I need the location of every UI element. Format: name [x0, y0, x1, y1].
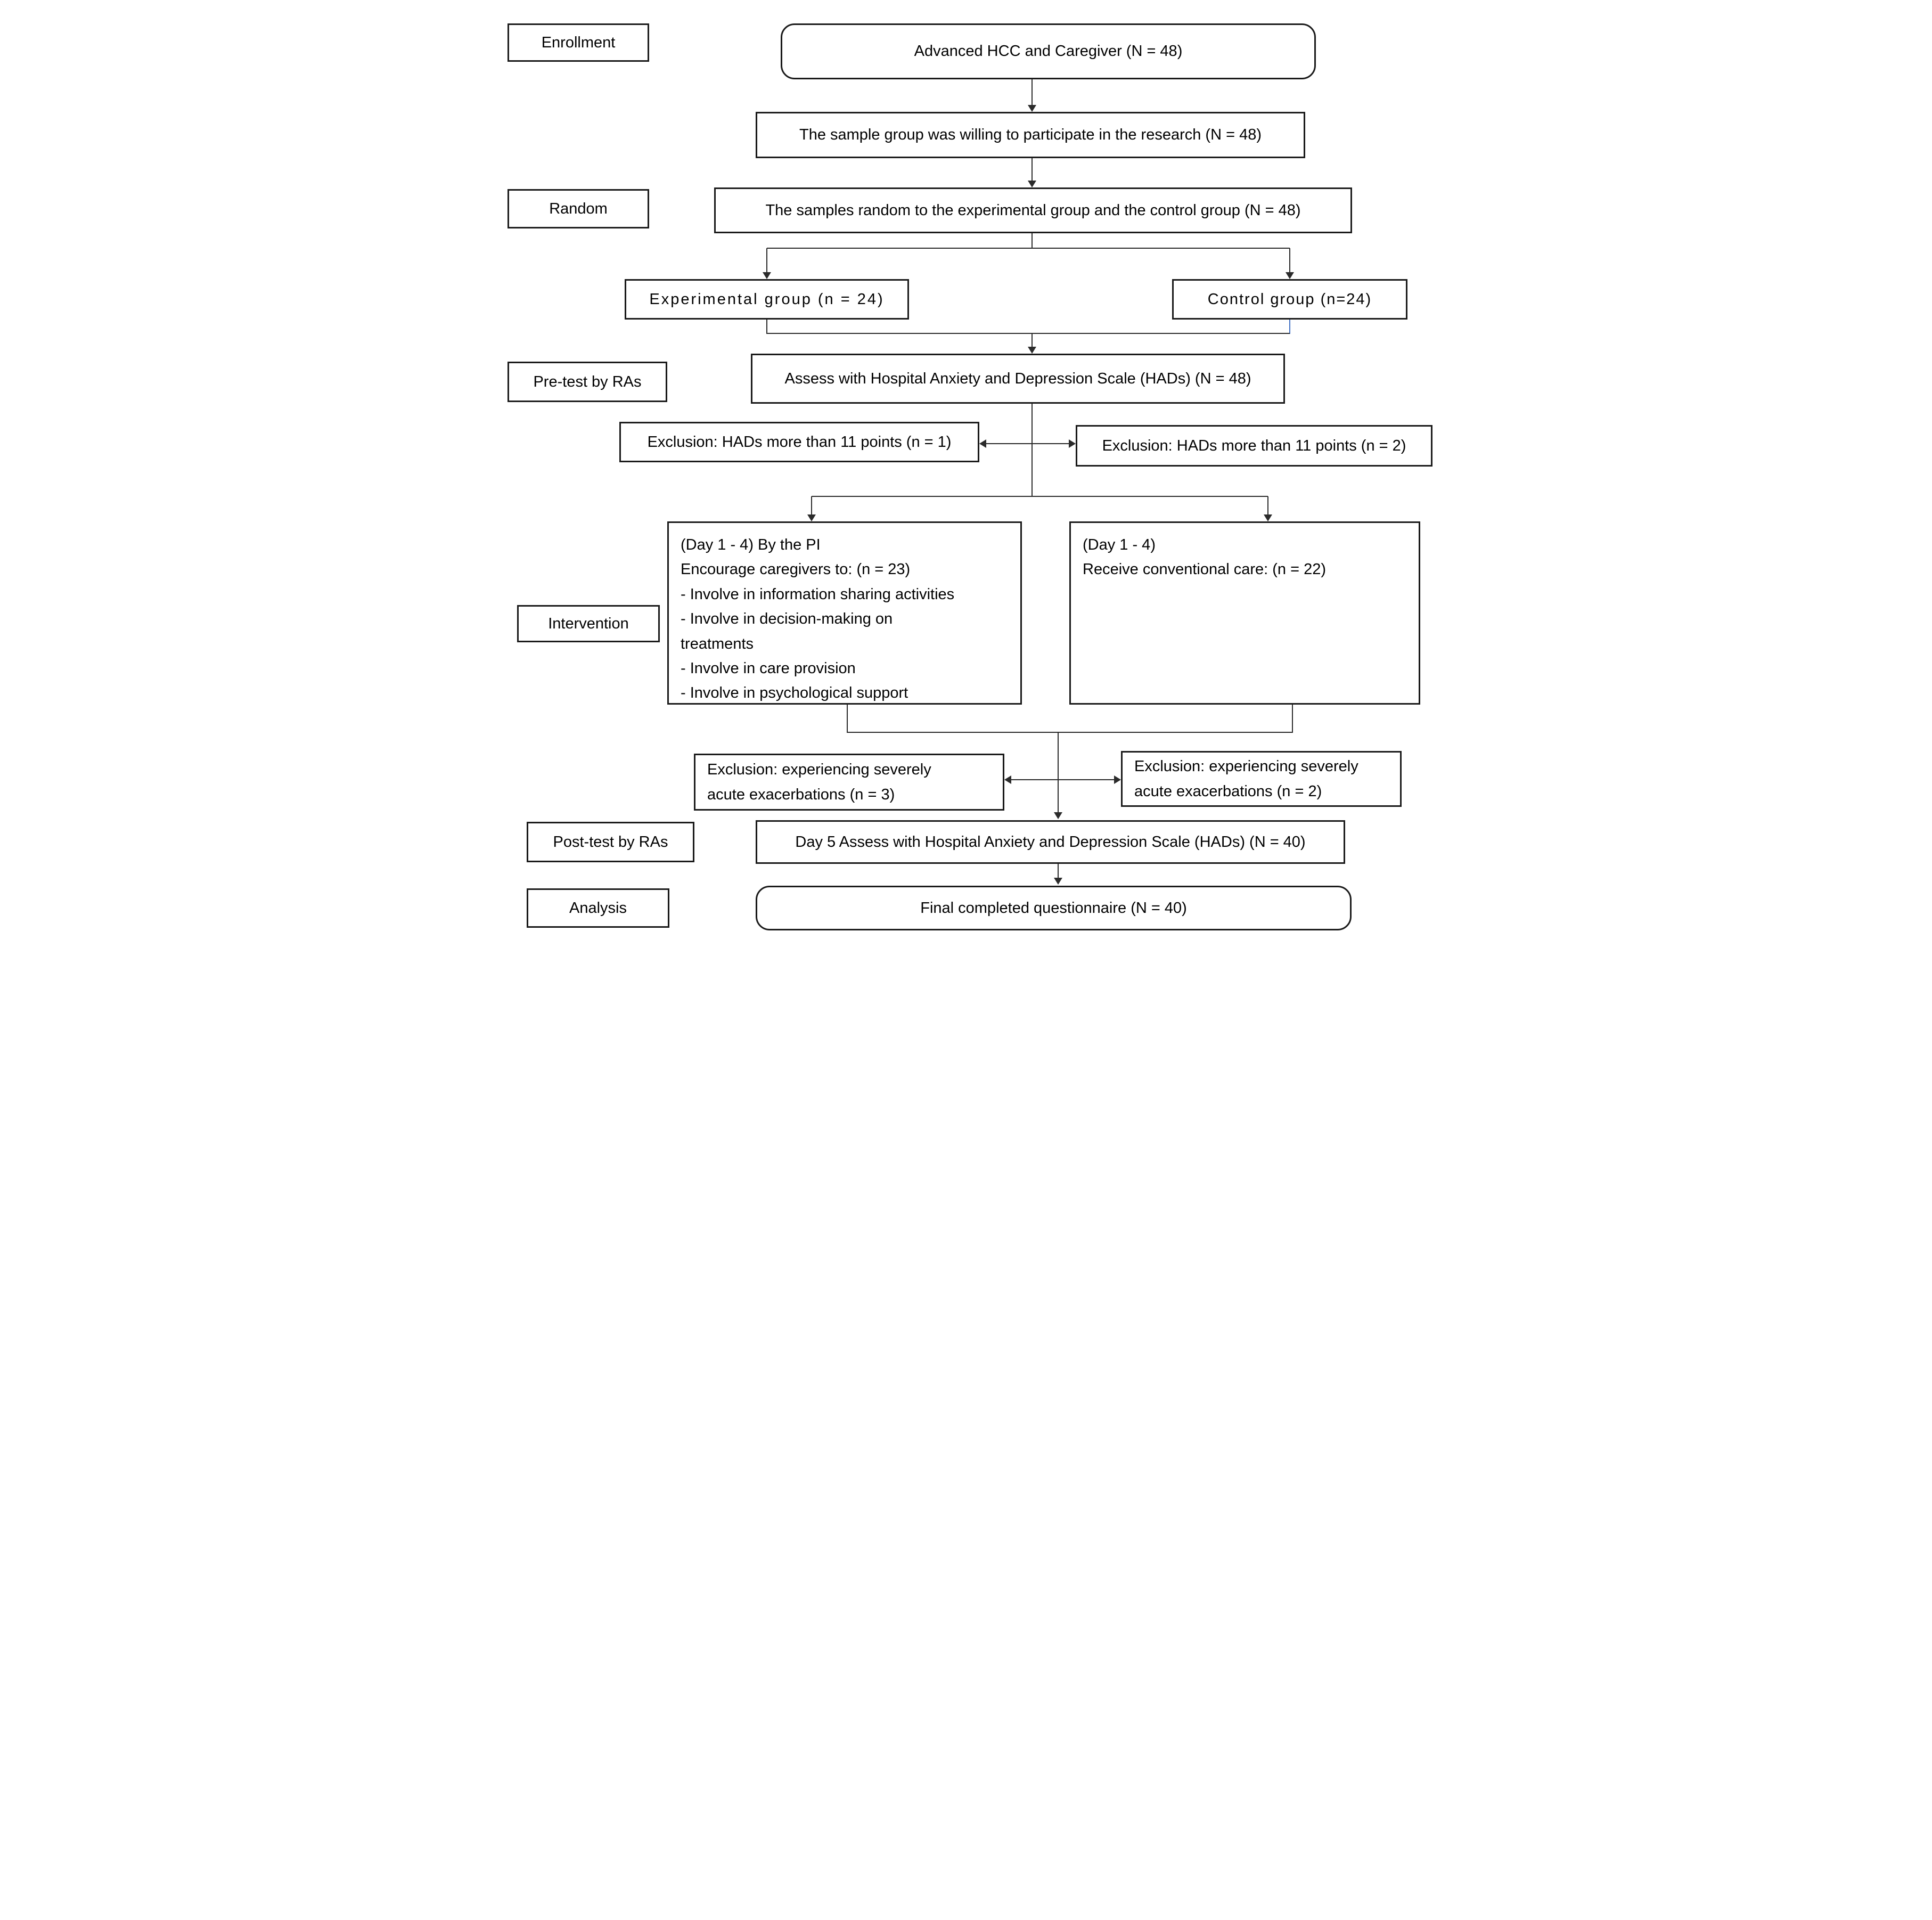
node-intervention-experimental: (Day 1 - 4) By the PI Encourage caregive…: [667, 521, 1022, 705]
node-posttest-assess: Day 5 Assess with Hospital Anxiety and D…: [756, 820, 1345, 864]
connector-exclusion-hads: [986, 443, 1069, 444]
node-exclusion-hads-left: Exclusion: HADs more than 11 points (n =…: [619, 422, 979, 462]
stage-label-posttest: Post-test by RAs: [527, 822, 694, 862]
connector-split-horizontal: [767, 248, 1290, 249]
node-enrolled: Advanced HCC and Caregiver (N = 48): [781, 23, 1316, 79]
connector-merge-horizontal: [767, 333, 1290, 334]
connector-randomized-split: [1032, 233, 1033, 249]
connector-split-intervention-right: [1267, 496, 1268, 515]
node-willing: The sample group was willing to particip…: [756, 112, 1305, 158]
exclusion-severe-left-line: acute exacerbations (n = 3): [707, 786, 895, 803]
connector-split-experimental: [766, 248, 767, 273]
node-final: Final completed questionnaire (N = 40): [756, 886, 1352, 930]
intervention-exp-line: - Involve in decision-making on: [681, 610, 893, 628]
node-exclusion-hads-right: Exclusion: HADs more than 11 points (n =…: [1076, 425, 1432, 467]
stage-label-analysis: Analysis: [527, 888, 669, 928]
arrowhead-left-icon: [1004, 775, 1011, 784]
stage-label-enrollment: Enrollment: [507, 23, 649, 62]
node-exclusion-severe-right: Exclusion: experiencing severely acute e…: [1121, 751, 1402, 807]
arrowhead-down-icon: [763, 272, 771, 279]
node-experimental-group: Experimental group (n = 24): [625, 279, 909, 320]
arrowhead-down-icon: [1054, 812, 1062, 819]
connector-intervention-merge: [847, 732, 1292, 733]
arrowhead-down-icon: [1028, 105, 1036, 112]
intervention-ctrl-line: Receive conventional care: (n = 22): [1083, 561, 1327, 578]
intervention-exp-line: treatments: [681, 635, 754, 652]
arrowhead-right-icon: [1114, 775, 1121, 784]
connector-control-merge-blue: [1289, 320, 1290, 334]
connector-merge-assess: [1032, 333, 1033, 347]
exclusion-severe-left-line: Exclusion: experiencing severely: [707, 761, 931, 778]
arrowhead-right-icon: [1069, 439, 1076, 448]
exclusion-severe-right-line: acute exacerbations (n = 2): [1134, 782, 1322, 800]
connector-exclusion-severe: [1011, 779, 1114, 780]
arrowhead-down-icon: [1286, 272, 1294, 279]
connector-enrolled-willing: [1032, 79, 1033, 105]
intervention-ctrl-line: (Day 1 - 4): [1083, 536, 1156, 553]
consort-flow-diagram: Enrollment Random Pre-test by RAs Interv…: [483, 0, 1449, 960]
intervention-exp-line: - Involve in care provision: [681, 659, 856, 677]
connector-experimental-merge: [766, 320, 767, 334]
connector-intervention-right-down: [1292, 705, 1293, 733]
node-randomized: The samples random to the experimental g…: [714, 187, 1352, 233]
arrowhead-down-icon: [807, 514, 816, 521]
connector-intervention-left-down: [847, 705, 848, 733]
connector-split-control: [1289, 248, 1290, 273]
stage-label-intervention: Intervention: [517, 605, 660, 642]
node-exclusion-severe-left: Exclusion: experiencing severely acute e…: [694, 754, 1004, 811]
node-intervention-control: (Day 1 - 4) Receive conventional care: (…: [1069, 521, 1420, 705]
arrowhead-left-icon: [979, 439, 986, 448]
connector-willing-randomized: [1032, 158, 1033, 181]
exclusion-severe-right-line: Exclusion: experiencing severely: [1134, 757, 1358, 775]
arrowhead-down-icon: [1264, 514, 1272, 521]
connector-merge-posttest: [1058, 732, 1059, 813]
stage-label-pretest: Pre-test by RAs: [507, 362, 667, 402]
arrowhead-down-icon: [1054, 878, 1062, 885]
intervention-exp-line: - Involve in psychological support: [681, 684, 908, 702]
stage-label-random: Random: [507, 189, 649, 228]
connector-split-intervention-left: [811, 496, 812, 515]
node-control-group: Control group (n=24): [1172, 279, 1407, 320]
connector-posttest-final: [1058, 864, 1059, 878]
arrowhead-down-icon: [1028, 181, 1036, 187]
arrowhead-down-icon: [1028, 347, 1036, 354]
connector-assess-down: [1032, 404, 1033, 497]
intervention-exp-line: (Day 1 - 4) By the PI: [681, 536, 821, 553]
intervention-exp-line: - Involve in information sharing activit…: [681, 585, 955, 603]
connector-intervention-split: [812, 496, 1268, 497]
intervention-exp-line: Encourage caregivers to: (n = 23): [681, 561, 911, 578]
node-pretest-assess: Assess with Hospital Anxiety and Depress…: [751, 354, 1285, 404]
